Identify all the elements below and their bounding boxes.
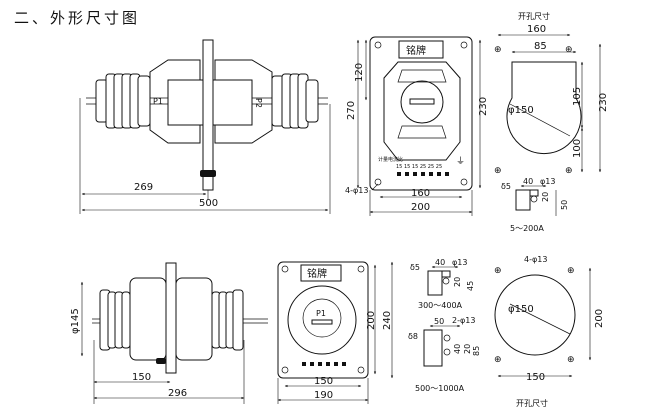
dim-150-front: 150 [314, 376, 333, 387]
terminal-w-top: 40 [523, 177, 533, 186]
dim-190: 190 [314, 390, 333, 401]
terminal-row-bottom [302, 362, 346, 366]
dim-240: 240 [382, 311, 393, 330]
cutout-230: 230 [598, 93, 609, 112]
terminal-w-a: 40 [435, 258, 445, 267]
cutout-100: 100 [572, 139, 583, 158]
svg-text:⊕: ⊕ [494, 355, 502, 365]
section-heading: 二、外形尺寸图 [14, 9, 140, 27]
p2-label: P2 [254, 98, 263, 108]
dim-269: 269 [134, 182, 153, 193]
svg-text:⊕: ⊕ [565, 166, 573, 176]
dim-160-front: 160 [411, 188, 430, 199]
cutout-title-top: 开孔尺寸 [518, 11, 550, 21]
terminal-detail-top: δ5 40 φ13 20 50 5～200A [501, 177, 569, 233]
terminal-h1-b: 40 [453, 344, 462, 354]
cutout-200: 200 [594, 309, 605, 328]
bottom-cutout: 4-φ13 ⊕ ⊕ ⊕ ⊕ φ150 200 150 [494, 255, 605, 383]
terminal-h1-a: 20 [453, 277, 462, 287]
terminal-hole-a: φ13 [452, 258, 467, 267]
terminal-row [397, 172, 449, 176]
nameplate-label-bottom: 铭牌 [307, 267, 327, 280]
dim-200-front: 200 [411, 202, 430, 213]
svg-text:⊕: ⊕ [565, 45, 573, 55]
cutout-160: 160 [527, 24, 546, 35]
svg-text:⊕: ⊕ [494, 166, 502, 176]
svg-text:⊕: ⊕ [494, 266, 502, 276]
cutout-105: 105 [572, 87, 583, 106]
dim-phi145: φ145 [70, 308, 81, 334]
top-front-view: 铭牌 计量电流比 15 15 15 25 25 25 ⏚ 270 120 230… [345, 36, 489, 216]
terminal-h2-a: 45 [466, 281, 475, 291]
terminal-hole-b: 2-φ13 [452, 316, 475, 325]
terminal-w-b: 50 [434, 317, 444, 326]
dim-270: 270 [346, 101, 357, 120]
terminal-d-top: δ5 [501, 182, 511, 191]
dim-150-side: 150 [132, 372, 151, 383]
p1-label: P1 [153, 97, 163, 106]
terminal-d-b: δ8 [408, 332, 418, 341]
svg-text:⊕: ⊕ [567, 266, 575, 276]
cutout-title-bottom: 开孔尺寸 [516, 398, 548, 408]
dim-500: 500 [199, 198, 218, 209]
terminal-h1-top: 20 [541, 192, 550, 202]
terminal-detail-300-400: δ5 40 φ13 20 45 300～400A [410, 258, 475, 310]
dim-296: 296 [168, 388, 187, 399]
svg-text:⊕: ⊕ [494, 45, 502, 55]
dim-120: 120 [354, 63, 365, 82]
top-side-view: P1 P2 269 500 [79, 39, 331, 214]
p1-label-bottom: P1 [316, 309, 326, 318]
terminal-range-top: 5～200A [510, 224, 544, 233]
nameplate-box [398, 40, 444, 59]
cutout-150: 150 [526, 372, 545, 383]
terminal-hole-top: φ13 [540, 177, 555, 186]
bottom-side-view: φ145 150 296 [70, 262, 268, 404]
terminal-h3-b: 85 [472, 346, 481, 356]
top-cutout: ⊕ ⊕ ⊕ ⊕ φ150 160 85 105 100 230 [494, 24, 609, 176]
dim-200-bottom: 200 [366, 311, 377, 330]
terminal-h2-top: 50 [560, 200, 569, 210]
flange [202, 39, 214, 191]
cutout-diameter-bottom: φ150 [508, 304, 534, 315]
hole-label-top: 4-φ13 [345, 186, 368, 195]
terminal-range-b: 500～1000A [415, 384, 465, 393]
terminal-h2-b: 20 [463, 344, 472, 354]
left-bellows [95, 73, 151, 129]
right-bellows [271, 73, 319, 129]
terminal-detail-500-1000: δ8 50 2-φ13 40 20 85 500～1000A [408, 316, 481, 393]
bottom-front-view: 铭牌 P1 200 240 150 190 [277, 261, 394, 404]
cutout-diameter-top: φ150 [508, 105, 534, 116]
nameplate-label: 铭牌 [406, 44, 426, 57]
svg-text:计量电流比: 计量电流比 [378, 156, 403, 163]
cutout-85: 85 [534, 41, 547, 52]
terminal-range-a: 300～400A [418, 301, 463, 310]
hole-label-bottom: 4-φ13 [524, 255, 547, 264]
dim-230-front: 230 [478, 97, 489, 116]
svg-text:15 15 15 25 25 25: 15 15 15 25 25 25 [396, 164, 442, 170]
svg-text:⏚: ⏚ [456, 156, 465, 167]
svg-text:⊕: ⊕ [567, 355, 575, 365]
terminal-d-a: δ5 [410, 263, 420, 272]
